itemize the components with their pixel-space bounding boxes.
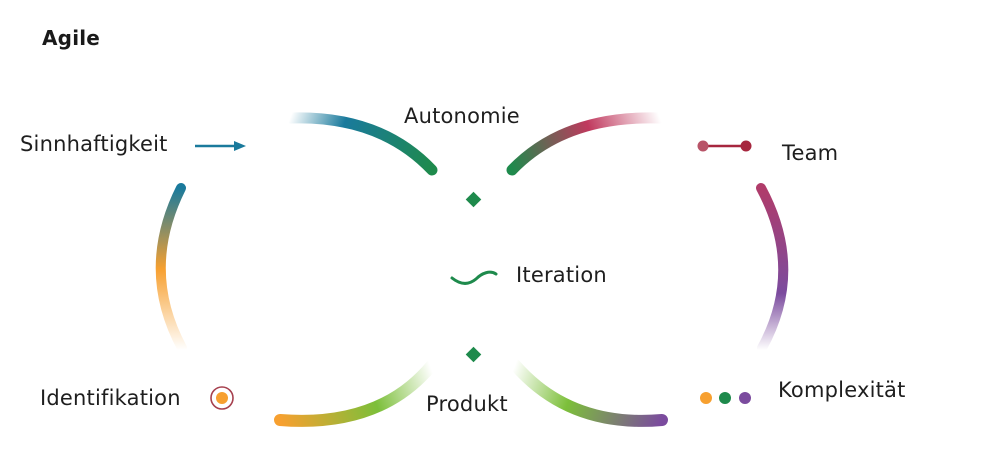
arc-left	[155, 183, 187, 353]
label-sinnhaftigkeit: Sinnhaftigkeit	[20, 132, 168, 156]
arc-top-left	[284, 112, 438, 176]
wave-icon	[450, 270, 498, 285]
arc-bottom-left	[274, 359, 438, 427]
label-identifikation: Identifikation	[40, 386, 181, 410]
arc-right	[756, 183, 789, 353]
label-produkt: Produkt	[426, 392, 508, 416]
label-autonomie: Autonomie	[404, 104, 520, 128]
arc-top-right	[506, 112, 666, 176]
diamond-icon	[465, 346, 482, 363]
connected-dots-icon	[697, 140, 752, 152]
target-icon	[210, 386, 234, 410]
diamond-icon	[465, 191, 482, 208]
arc-bottom-right	[509, 359, 668, 427]
arrow-right-icon	[195, 141, 246, 151]
label-komplexitaet: Komplexität	[778, 378, 906, 402]
label-iteration: Iteration	[516, 263, 607, 287]
label-team: Team	[782, 141, 839, 165]
three-dots-icon	[700, 392, 751, 404]
diagram-title: Agile	[42, 26, 101, 50]
